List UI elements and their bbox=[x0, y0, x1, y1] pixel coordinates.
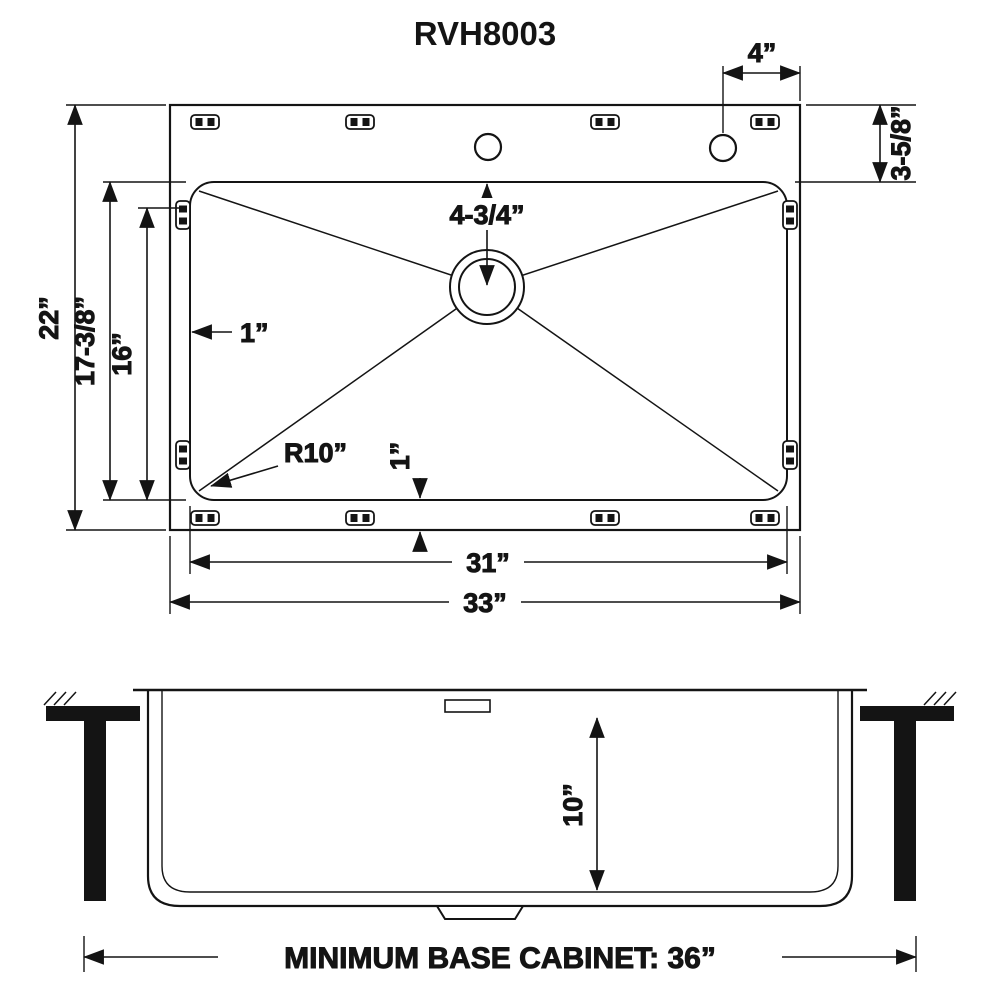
dim-base-cabinet bbox=[83, 936, 917, 976]
model-title: RVH8003 bbox=[414, 15, 557, 52]
dim-bowl-height-label: 10” bbox=[558, 783, 588, 827]
dim-overall-depth bbox=[66, 104, 166, 531]
dim-bowl-depth-inner-label: 16” bbox=[107, 332, 137, 376]
dim-rim-to-hole-label: 3-5/8” bbox=[886, 105, 916, 180]
right-leg bbox=[894, 721, 916, 901]
sink-body-inner bbox=[161, 690, 839, 893]
side-view: 10” MINIMUM BASE CABINET: 36” bbox=[43, 688, 957, 976]
wall-hatching bbox=[43, 691, 957, 706]
dim-overall-width bbox=[169, 536, 801, 618]
dim-rim-to-hole bbox=[795, 104, 916, 183]
faucet-hole-right bbox=[708, 133, 738, 163]
rim-drain-mark bbox=[444, 699, 491, 713]
counter-supports bbox=[46, 706, 954, 901]
dim-faucet-spacing bbox=[722, 65, 801, 133]
dim-overall-depth-label: 22” bbox=[34, 296, 64, 340]
bowl-slope-diagonals bbox=[198, 190, 779, 492]
label-backing bbox=[425, 198, 549, 230]
top-view: 4” 3-5/8” 22” 17-3/8” 16” 1” bbox=[34, 38, 917, 619]
dim-bowl-depth-outer-label: 17-3/8” bbox=[70, 296, 100, 386]
dim-faucet-spacing-label: 4” bbox=[748, 38, 777, 68]
dim-bowl-depth-inner bbox=[138, 207, 186, 501]
sink-outer-rim bbox=[168, 103, 802, 532]
sink-bowl bbox=[189, 181, 788, 501]
corner-radius-leader bbox=[210, 465, 279, 488]
drain-stub bbox=[435, 905, 525, 920]
faucet-hole-center bbox=[473, 132, 503, 162]
dim-rim-bottom-label: 1” bbox=[385, 442, 415, 471]
left-leg bbox=[84, 721, 106, 901]
dim-bowl-width bbox=[189, 506, 788, 578]
dim-drain-offset-label: 4-3/4” bbox=[449, 200, 524, 230]
dim-base-cabinet-label: MINIMUM BASE CABINET: 36” bbox=[284, 942, 716, 975]
corner-radius-label: R10” bbox=[284, 438, 347, 468]
dim-rim-left-label: 1” bbox=[240, 318, 269, 348]
dim-overall-width-label: 33” bbox=[463, 588, 507, 618]
sink-body-outer bbox=[146, 690, 854, 908]
dim-bowl-width-label: 31” bbox=[466, 548, 510, 578]
